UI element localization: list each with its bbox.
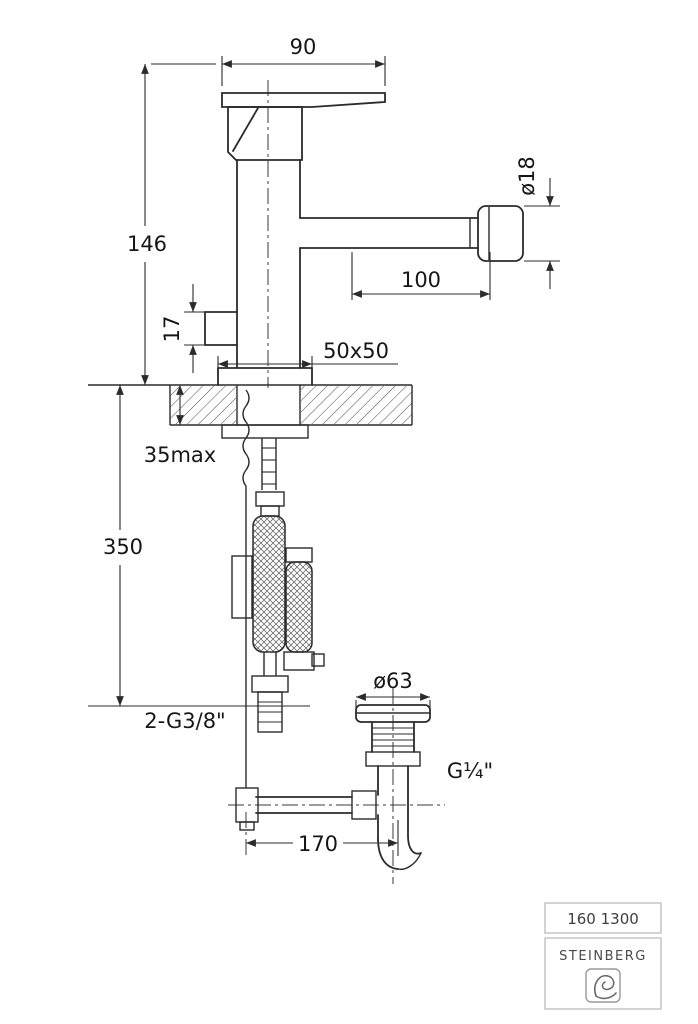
dim-2g38-label: 2-G3/8" — [144, 709, 225, 733]
drain-side-pipe — [235, 787, 377, 831]
dimension-17: 17 — [160, 284, 205, 373]
base-plate — [217, 367, 313, 386]
aerator — [477, 205, 524, 262]
dim-100-label: 100 — [401, 268, 441, 292]
dim-35max-label: 35max — [144, 443, 216, 467]
dim-170-label: 170 — [298, 832, 338, 856]
brand-name: STEINBERG — [559, 949, 647, 964]
drain-assembly — [355, 704, 431, 871]
supply-hose-1 — [251, 515, 289, 733]
title-block: 160 1300 STEINBERG — [544, 902, 662, 1010]
dim-90-label: 90 — [290, 35, 317, 59]
faucet-spout — [299, 217, 479, 249]
countertop — [88, 384, 413, 439]
faucet-handle — [221, 92, 386, 161]
dimension-dia18: ø18 — [515, 156, 560, 289]
dim-146-label: 146 — [127, 232, 167, 256]
dim-17-label: 17 — [160, 316, 184, 343]
side-outlet — [204, 311, 238, 346]
dimension-g14: G¼" — [447, 759, 493, 783]
dim-dia18-label: ø18 — [515, 156, 539, 196]
centerlines — [228, 80, 445, 884]
pop-up-rod — [242, 389, 250, 788]
threaded-shank — [261, 438, 277, 490]
dimension-35max: 35max — [144, 385, 216, 467]
dimension-dia63: ø63 — [355, 669, 431, 710]
dim-g14-label: G¼" — [447, 759, 493, 783]
mounting-bracket — [231, 555, 253, 619]
hose-connector — [255, 491, 285, 517]
dimension-146: 146 — [127, 63, 216, 385]
dimension-170: 170 — [245, 812, 399, 858]
dim-350-label: 350 — [103, 535, 143, 559]
dimension-2g38: 2-G3/8" — [144, 709, 225, 733]
dim-50x50-label: 50x50 — [323, 339, 389, 363]
dimension-100: 100 — [351, 252, 491, 300]
dimension-350: 350 — [88, 385, 310, 707]
dim-dia63-label: ø63 — [373, 669, 413, 693]
steinberg-logo — [585, 968, 621, 1003]
dimension-90: 90 — [221, 35, 386, 86]
model-number-box — [544, 902, 662, 934]
dimension-50x50: 50x50 — [217, 339, 398, 374]
supply-hose-2 — [283, 547, 325, 671]
model-number: 160 1300 — [567, 910, 639, 928]
faucet-body — [236, 159, 301, 369]
